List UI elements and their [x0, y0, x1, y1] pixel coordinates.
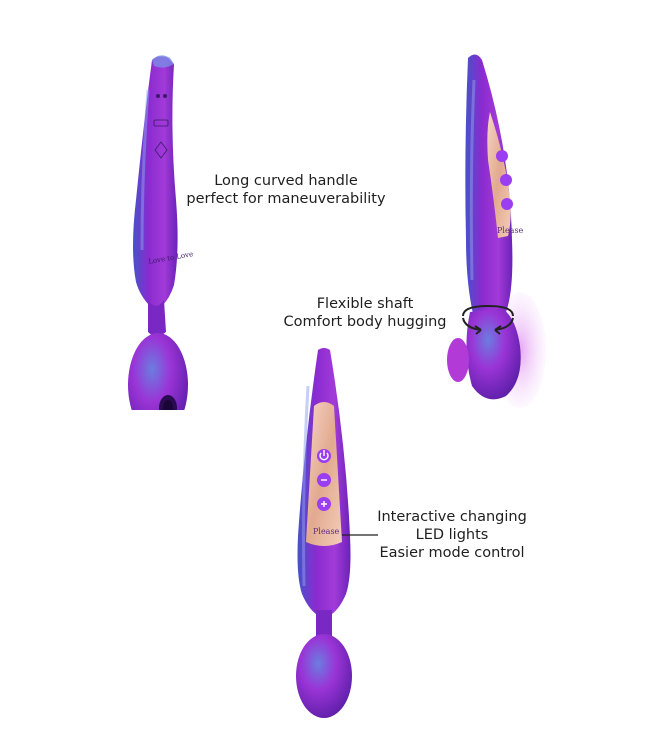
power-icon	[319, 450, 329, 461]
device-side-view: Please	[440, 50, 550, 410]
side-power-button	[496, 150, 508, 162]
side-panel-brand-text: Please	[497, 226, 524, 235]
caption-led-lights: Interactive changing LED lights Easier m…	[366, 508, 538, 562]
caption-led-line-2: LED lights	[415, 527, 489, 543]
front-panel-brand-text: Please	[313, 527, 340, 536]
caption-handle-line-1: Long curved handle	[214, 173, 358, 189]
caption-shaft-line-1: Flexible shaft	[316, 296, 414, 312]
caption-handle-line-2: perfect for maneuverability	[186, 191, 386, 207]
plus-icon	[321, 501, 327, 507]
caption-shaft-line-2: Comfort body hugging	[283, 314, 447, 330]
side-minus-button	[500, 174, 512, 186]
caption-flexible-shaft: Flexible shaft Comfort body hugging	[270, 295, 460, 331]
caption-led-line-1: Interactive changing	[377, 509, 527, 525]
led-leader-line	[342, 534, 378, 536]
caption-led-line-3: Easier mode control	[379, 545, 525, 561]
curved-rotation-arrow-icon	[455, 300, 521, 336]
caption-long-curved-handle: Long curved handle perfect for maneuvera…	[182, 172, 390, 208]
side-plus-button	[501, 198, 513, 210]
device-front-view: Love to Love	[118, 50, 208, 410]
device-control-view: Please	[280, 346, 370, 726]
